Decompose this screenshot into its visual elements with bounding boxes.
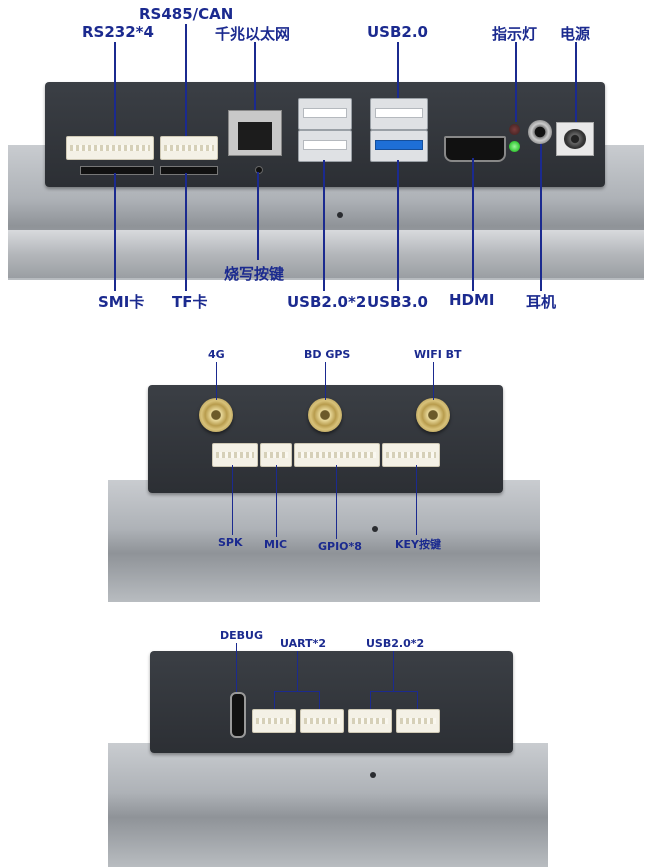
label-rs232: RS232*4 [82, 23, 154, 41]
label-tf: TF卡 [172, 293, 208, 311]
bracket-uart-stem [297, 651, 298, 691]
antenna-wifi-connector[interactable] [416, 398, 450, 432]
lead-usb20x2 [323, 160, 325, 291]
label-uart: UART*2 [280, 637, 326, 650]
bracket-usb-left [370, 691, 371, 709]
tf-card-slot[interactable] [160, 166, 218, 175]
lead-hdmi [472, 158, 474, 291]
debug-typec-port[interactable] [230, 692, 246, 738]
label-4g: 4G [208, 348, 225, 361]
housing-screw [337, 212, 343, 218]
usb20-header-2[interactable] [396, 709, 440, 733]
bracket-usb-stem [393, 651, 394, 691]
lead-ethernet [254, 42, 256, 110]
indicator-led-red [509, 124, 520, 135]
lead-smi [114, 173, 116, 291]
lead-tf [185, 173, 187, 291]
rs232-connector[interactable] [66, 136, 154, 160]
bezel-lower [8, 230, 644, 278]
uart-connector-1[interactable] [252, 709, 296, 733]
antenna-4g-connector[interactable] [199, 398, 233, 432]
side-io-panel: 4G BD GPS WIFI BT SPK MIC GPIO*8 KEY按键 [0, 330, 651, 605]
label-key: KEY按键 [395, 538, 442, 551]
label-debug: DEBUG [220, 629, 263, 642]
label-usb30: USB3.0 [367, 293, 428, 311]
bezel-rail [108, 743, 548, 867]
burn-key-button[interactable] [255, 166, 263, 174]
label-usb20x2: USB2.0*2 [287, 293, 367, 311]
lead-earphone [540, 144, 542, 291]
key-connector[interactable] [382, 443, 440, 467]
label-usb20: USB2.0 [367, 23, 428, 41]
gpio-connector[interactable] [294, 443, 380, 467]
lead-wifi [433, 362, 434, 400]
lead-key [416, 465, 417, 535]
lead-burn-key [257, 172, 259, 260]
label-gpio: GPIO*8 [318, 540, 362, 553]
label-usb20x2-header: USB2.0*2 [366, 637, 425, 650]
lead-indicator [515, 42, 517, 122]
indicator-led-green [509, 141, 520, 152]
power-dc-jack[interactable] [556, 122, 594, 156]
bracket-uart-right [319, 691, 320, 709]
label-rs485: RS485/CAN [139, 5, 234, 23]
usb20-port-upper[interactable] [298, 98, 352, 130]
label-ethernet: 千兆以太网 [215, 25, 291, 43]
bracket-uart-left [274, 691, 275, 709]
antenna-gps-connector[interactable] [308, 398, 342, 432]
spk-connector[interactable] [212, 443, 258, 467]
lead-4g [216, 362, 217, 400]
label-gps: BD GPS [304, 348, 351, 361]
lead-gpio [336, 465, 337, 539]
lead-mic [276, 465, 277, 537]
lead-spk [232, 465, 233, 535]
lead-debug [236, 643, 237, 692]
ethernet-port[interactable] [228, 110, 282, 156]
earphone-jack[interactable] [528, 120, 552, 144]
label-earphone: 耳机 [526, 293, 557, 311]
label-smi: SMI卡 [98, 293, 145, 311]
bracket-usb-bar [370, 691, 418, 692]
usb20-port-single[interactable] [370, 98, 428, 130]
uart-connector-2[interactable] [300, 709, 344, 733]
usb20-header-1[interactable] [348, 709, 392, 733]
lead-gps [325, 362, 326, 400]
usb20-port-lower[interactable] [298, 130, 352, 162]
smi-card-slot[interactable] [80, 166, 154, 175]
device-housing [150, 651, 513, 753]
lead-rs485 [185, 24, 187, 136]
lead-usb20 [397, 42, 399, 98]
bracket-usb-right [417, 691, 418, 709]
hdmi-port[interactable] [444, 136, 506, 162]
label-mic: MIC [264, 538, 288, 551]
label-spk: SPK [218, 536, 243, 549]
label-burn-key: 烧写按键 [224, 265, 285, 283]
rear-io-panel: RS232*4 RS485/CAN 千兆以太网 USB2.0 指示灯 电源 SM… [0, 0, 651, 320]
bracket-uart-bar [274, 691, 320, 692]
lead-power [575, 42, 577, 122]
debug-io-panel: DEBUG UART*2 USB2.0*2 [0, 615, 651, 867]
label-power: 电源 [560, 25, 591, 43]
usb30-port[interactable] [370, 130, 428, 162]
bezel-rail [108, 480, 540, 602]
lead-rs232 [114, 42, 116, 136]
lead-usb30 [397, 160, 399, 291]
housing-screw [372, 526, 378, 532]
label-hdmi: HDMI [449, 291, 495, 309]
label-indicator: 指示灯 [492, 25, 538, 43]
mic-connector[interactable] [260, 443, 292, 467]
rs485-connector[interactable] [160, 136, 218, 160]
label-wifi: WIFI BT [414, 348, 462, 361]
housing-screw [370, 772, 376, 778]
